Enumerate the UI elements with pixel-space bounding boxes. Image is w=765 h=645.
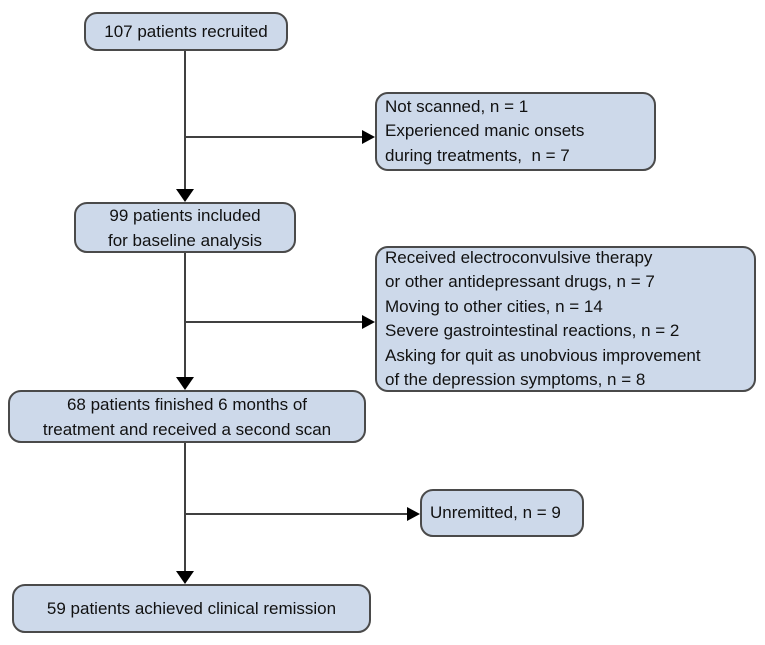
node-recruited-text: 107 patients recruited	[104, 22, 268, 41]
excluded-2-line: or other antidepressant drugs, n = 7	[385, 272, 655, 291]
node-remission-text: 59 patients achieved clinical remission	[46, 599, 337, 618]
excluded-2-line: Asking for quit as unobvious improvement	[385, 345, 701, 365]
arrow-right-icon	[362, 130, 375, 144]
node-baseline-text: 99 patients included	[109, 205, 261, 225]
node-remission: 59 patients achieved clinical remission	[12, 584, 371, 633]
connector-baseline-to-finished	[184, 253, 186, 378]
node-recruited: 107 patients recruited	[84, 12, 288, 51]
connector-branch-unremitted	[185, 513, 407, 515]
excluded-2-line: Severe gastrointestinal reactions, n = 2	[385, 321, 680, 340]
node-finished-text: 68 patients finished 6 months of	[66, 394, 308, 414]
node-unremitted: Unremitted, n = 9	[420, 489, 584, 537]
excluded-1-line: during treatments, n = 7	[385, 145, 570, 165]
arrow-right-icon	[407, 507, 420, 521]
node-finished: 68 patients finished 6 months of treatme…	[8, 390, 366, 443]
connector-recruited-to-baseline	[184, 51, 186, 190]
node-excluded-2: Received electroconvulsive therapy or ot…	[375, 246, 756, 392]
node-unremitted-text: Unremitted, n = 9	[430, 502, 561, 522]
excluded-1-line: Not scanned, n = 1	[385, 96, 529, 116]
arrow-right-icon	[362, 315, 375, 329]
node-baseline-text: for baseline analysis	[107, 230, 263, 250]
node-baseline: 99 patients included for baseline analys…	[74, 202, 296, 253]
connector-finished-to-remission	[184, 443, 186, 572]
connector-branch-excluded-1	[185, 136, 362, 138]
excluded-1-line: Experienced manic onsets	[385, 121, 585, 141]
excluded-2-line: of the depression symptoms, n = 8	[385, 370, 646, 389]
excluded-2-line: Moving to other cities, n = 14	[385, 296, 603, 316]
arrow-down-icon	[176, 377, 194, 390]
arrow-down-icon	[176, 571, 194, 584]
excluded-2-line: Received electroconvulsive therapy	[385, 247, 653, 267]
arrow-down-icon	[176, 189, 194, 202]
node-excluded-1: Not scanned, n = 1 Experienced manic ons…	[375, 92, 656, 171]
node-finished-text: treatment and received a second scan	[42, 419, 332, 439]
connector-branch-excluded-2	[185, 321, 362, 323]
